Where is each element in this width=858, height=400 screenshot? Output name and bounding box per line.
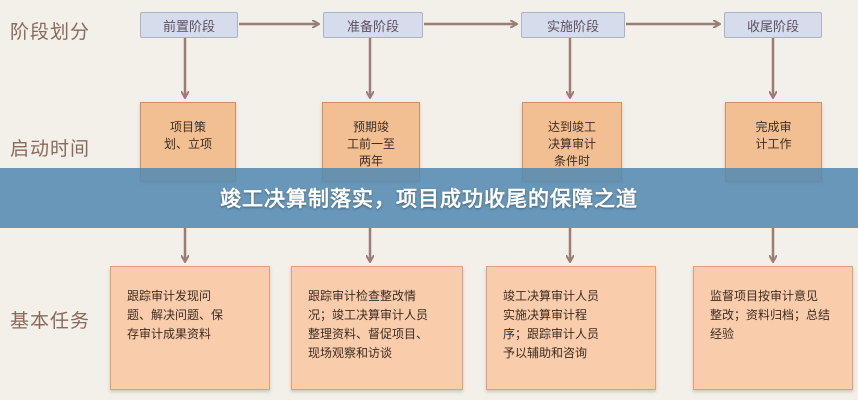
- task-box-closing: 监督项目按审计意见 整改；资料归档；总结 经验: [693, 266, 853, 390]
- phase-box-pre: 前置阶段: [140, 12, 238, 38]
- task-box-prepare: 跟踪审计检查整改情 况；竣工决算审计人员 整理资料、督促项目、 现场观察和访谈: [291, 266, 463, 390]
- task-text-prepare: 跟踪审计检查整改情 况；竣工决算审计人员 整理资料、督促项目、 现场观察和访谈: [308, 289, 429, 360]
- task-text-closing: 监督项目按审计意见 整改；资料归档；总结 经验: [710, 289, 831, 341]
- task-text-pre: 跟踪审计发现问 题、解决问题、保 存审计成果资料: [127, 289, 224, 341]
- task-text-implement: 竣工决算审计人员 实施决算审计程 序；跟踪审计人员 予以辅助和咨询: [503, 289, 600, 360]
- phase-box-closing: 收尾阶段: [724, 12, 822, 38]
- task-box-pre: 跟踪审计发现问 题、解决问题、保 存审计成果资料: [110, 266, 270, 390]
- start-text-prepare: 预期竣 工前一至 两年: [346, 120, 395, 168]
- phase-box-implement: 实施阶段: [521, 12, 625, 38]
- start-text-implement: 达到竣工 决算审计 条件时: [547, 120, 596, 168]
- row-label-basic-tasks: 基本任务: [10, 310, 91, 332]
- row-label-phase-division: 阶段划分: [10, 21, 91, 43]
- title-banner: 竣工决算制落实，项目成功收尾的保障之道: [0, 168, 858, 228]
- row-label-kickoff-time: 启动时间: [10, 138, 91, 160]
- start-text-pre: 项目策 划、立项: [163, 120, 212, 151]
- banner-title: 竣工决算制落实，项目成功收尾的保障之道: [220, 187, 638, 211]
- task-box-implement: 竣工决算审计人员 实施决算审计程 序；跟踪审计人员 予以辅助和咨询: [486, 266, 656, 390]
- start-text-closing: 完成审 计工作: [755, 120, 792, 151]
- phase-box-prepare: 准备阶段: [323, 12, 423, 38]
